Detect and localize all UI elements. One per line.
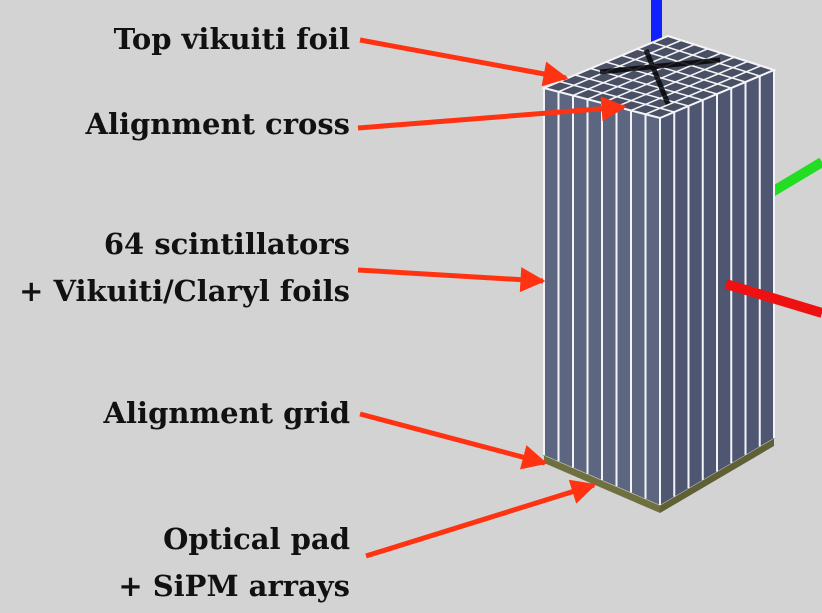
label-top-foil-text: Top vikuiti foil bbox=[113, 22, 350, 56]
label-optical-pad-line2: + SiPM arrays bbox=[118, 569, 350, 603]
top-grid-line bbox=[667, 35, 775, 71]
label-alignment-grid-text: Alignment grid bbox=[103, 396, 350, 430]
axis-y-green bbox=[769, 157, 822, 197]
top-grid-line bbox=[616, 56, 735, 108]
label-scintillators-line1: 64 scintillators bbox=[103, 227, 350, 261]
axis-x-red bbox=[724, 279, 822, 318]
top-grid-line bbox=[630, 60, 748, 112]
arrow-alignment-cross bbox=[357, 96, 627, 131]
arrow-scintillators bbox=[357, 267, 546, 293]
label-scintillators-line2: + Vikuiti/Claryl foils bbox=[19, 274, 350, 308]
top-grid-line bbox=[659, 69, 775, 119]
label-optical-pad-line1: Optical pad bbox=[163, 522, 350, 556]
arrow-alignment-grid bbox=[359, 411, 548, 470]
label-alignment-grid: Alignment grid bbox=[104, 390, 350, 437]
arrow-optical-pad bbox=[365, 479, 597, 559]
optical-pad-edge bbox=[544, 455, 660, 513]
alignment-cross-shape bbox=[599, 49, 721, 105]
top-grid-line bbox=[636, 48, 746, 83]
label-alignment-cross: Alignment cross bbox=[85, 101, 350, 148]
label-top-foil: Top vikuiti foil bbox=[114, 16, 350, 63]
top-foil-grid bbox=[543, 35, 775, 119]
top-grid-line bbox=[645, 65, 762, 115]
label-scintillators: 64 scintillators + Vikuiti/Claryl foils bbox=[19, 221, 350, 315]
arrow-top-foil bbox=[359, 37, 569, 87]
label-alignment-cross-text: Alignment cross bbox=[85, 107, 350, 141]
scintillator-separators bbox=[543, 70, 775, 505]
optical-pad-edge-right bbox=[660, 438, 774, 513]
top-grid-line bbox=[621, 54, 732, 89]
label-optical-pad: Optical pad + SiPM arrays bbox=[118, 516, 350, 610]
